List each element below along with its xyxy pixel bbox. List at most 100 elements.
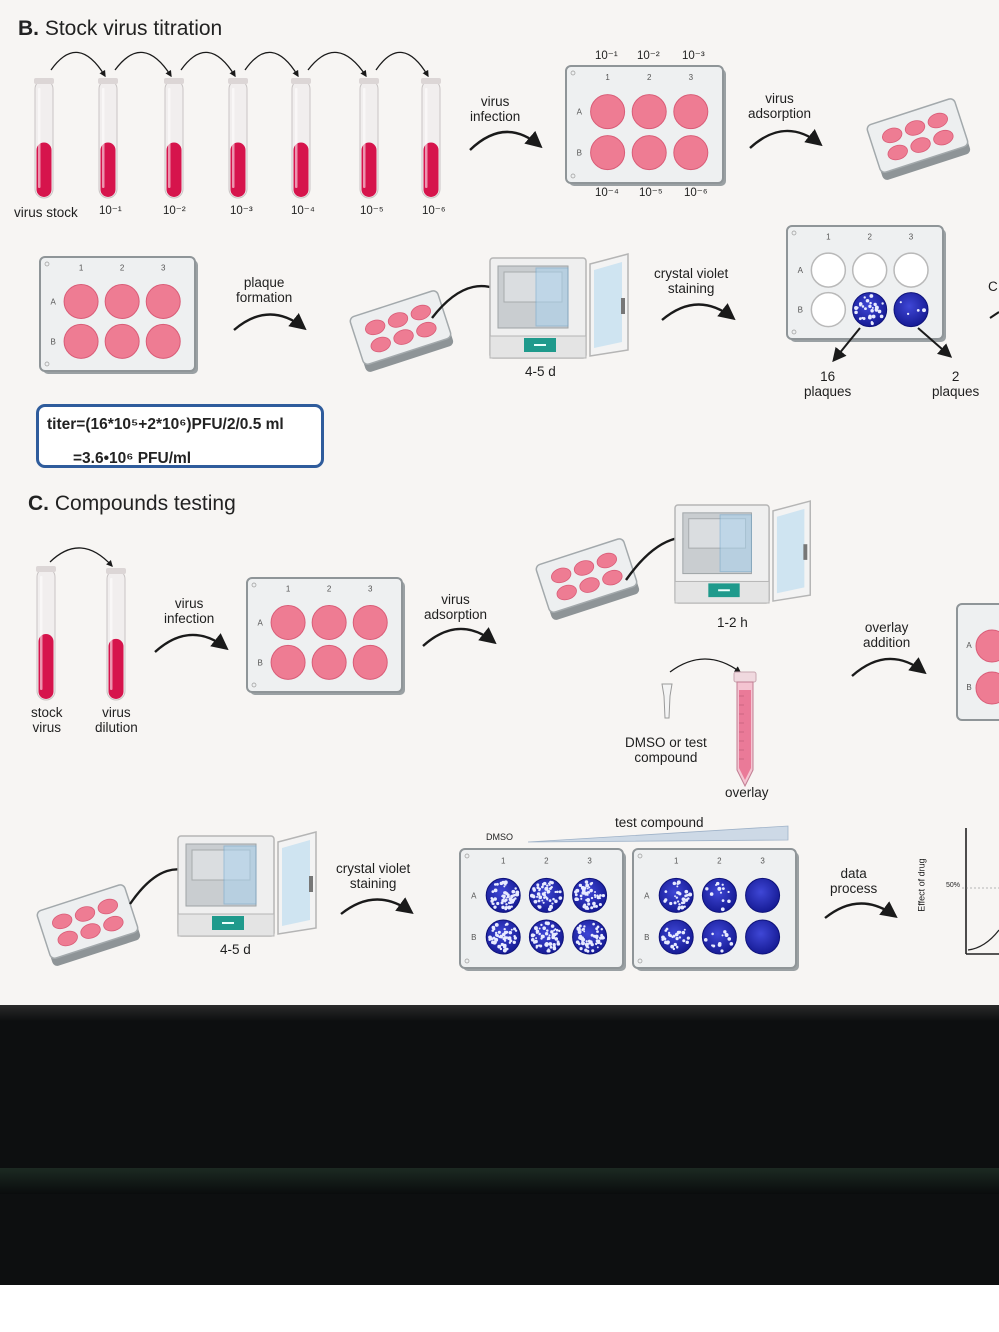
dilution-tube-b-6 — [421, 78, 441, 199]
step-data-process: data process — [830, 866, 878, 897]
test-compound-plate-stained-well-plaques-plaque — [684, 898, 689, 902]
dmso-plate-stained-well-plaques-plaque — [510, 928, 513, 931]
tilted-plate-b-right-well — [904, 120, 926, 136]
dmso-plate-stained-well-plaques-plaque — [543, 896, 546, 900]
dilution-tube-b-5-rim — [359, 78, 379, 84]
titration-plate-infected-col-label: 1 — [605, 73, 610, 82]
test-compound-plate-stained-well-plaques-plaque — [681, 930, 686, 935]
titration-plate-stained-well-plaques-plaque — [862, 317, 866, 321]
step-virus-adsorption-b: virus adsorption — [748, 91, 812, 122]
dmso-plate-stained-well-plaques-plaque — [592, 934, 596, 938]
dmso-plate-stained-well-plaques-plaque — [507, 936, 512, 940]
titration-plate-stained-well-plaques-plaque — [906, 312, 910, 316]
dmso-plate-stained-well-plaques-plaque — [548, 934, 551, 937]
dmso-plate-stained-well-plaques-plaque — [595, 927, 599, 931]
compound-plate-infected-well — [270, 604, 306, 640]
dmso-plate-stained-well-plaques-plaque — [502, 948, 507, 953]
compound-plate-infected-well — [352, 604, 388, 640]
dmso-plate-stained-well-plaques-plaque — [536, 892, 541, 896]
incubator-c-top — [674, 500, 811, 604]
compound-plate-infected-corner-mark — [251, 582, 257, 588]
test-compound-plate-stained-well — [701, 919, 737, 955]
arrow-virus-adsorption-c — [422, 627, 497, 647]
section-c-title: C. Compounds testing — [28, 492, 236, 516]
compound-plate-infected-col-label: 1 — [286, 585, 291, 594]
dmso-plate-stained-well-plaques-plaque — [512, 893, 516, 897]
dmso-plate-stained-well-plaques-plaque — [578, 883, 582, 887]
dmso-plate-stained-well-plaques-plaque — [494, 922, 499, 927]
titration-plate-stained-well-plaques-plaque — [899, 301, 902, 304]
plate-label-top-3: 10⁻³ — [682, 50, 705, 62]
dmso-plate-stained-well — [572, 877, 608, 913]
step-virus-infection-b: virus infection — [470, 94, 521, 125]
titration-plate-infected-corner-mark — [570, 173, 576, 179]
dmso-plate-stained-well-plaques-plaque — [493, 905, 497, 909]
overlay-falcon-tube — [733, 671, 757, 788]
dmso-plate-stained-well — [528, 919, 564, 955]
dilution-tube-b-3-rim — [228, 78, 248, 84]
dmso-plate-stained-well-plaques-plaque — [536, 883, 540, 887]
dmso-plate-stained-well-plaques-plaque — [600, 933, 604, 937]
incubator-c-bottom-glass-door — [223, 845, 257, 905]
incubator-c-bottom-door-window — [282, 840, 310, 926]
titration-plate-infected-row-label: B — [577, 149, 582, 158]
titration-plate-stained-well-plaques — [899, 301, 927, 316]
dmso-plate-stained-well-plaques-plaque — [508, 930, 513, 935]
dmso-plate-stained-well-plaques-plaque — [590, 906, 594, 910]
dmso-plate-stained-well-plaques-plaque — [558, 890, 562, 894]
dmso-plate-stained-well-plaques-plaque — [552, 946, 557, 951]
dmso-plate-stained-well-plaques-plaque — [546, 929, 549, 932]
titration-plate-stained-well-plaques-plaque — [859, 304, 862, 307]
cut-off-plate-row-label: B — [966, 683, 971, 692]
dmso-plate-stained-well-plaques-plaque — [599, 897, 602, 900]
step-overlay-addition: overlay addition — [863, 620, 911, 651]
arrow-virus-infection-c — [154, 633, 229, 653]
titration-plate-overlay-row-label: A — [51, 297, 57, 306]
test-compound-plate-stained-well-plaques-plaque — [727, 899, 731, 904]
titration-plate-stained-well-plaques-plaque — [869, 294, 874, 298]
dmso-plate-stained-well-plaques-plaque — [545, 886, 549, 890]
dmso-plate-stained-well-plaques-plaque — [493, 883, 497, 886]
dmso-plate-stained-well-plaques-plaque — [586, 949, 590, 953]
test-compound-plate-stained-well-plaques-plaque — [712, 944, 716, 948]
dmso-plate-stained-well-plaques-plaque — [504, 947, 507, 950]
cut-off-edge-letter: C — [988, 279, 998, 294]
dmso-plate-stained-well-plaques-plaque — [590, 942, 594, 947]
tilted-plate-c-top-well — [602, 569, 623, 586]
test-compound-plate-stained-well-plaques-plaque — [667, 931, 671, 935]
titration-plate-stained-well-plaques-plaque — [874, 308, 879, 312]
test-compound-plate-stained-well — [658, 877, 694, 913]
dmso-plate-stained-col-label: 3 — [587, 856, 592, 865]
dmso-plate-stained-well-plaques-plaque — [492, 940, 497, 945]
stock-virus-label: stock virus — [31, 705, 63, 736]
serial-dilution-arrow-b — [180, 51, 236, 78]
step-crystal-violet-c: crystal violet staining — [336, 861, 411, 892]
dmso-plate-stained-well-plaques-plaque — [550, 924, 555, 928]
dmso-plate-stained-well-plaques-plaque — [534, 939, 538, 944]
dmso-plate-stained-well-plaques-plaque — [583, 925, 586, 928]
dmso-plate-stained-well-plaques-plaque — [584, 942, 589, 947]
titration-plate-infected-well — [631, 94, 667, 130]
arrow-crystal-violet-c — [340, 897, 414, 915]
step-crystal-violet-b: crystal violet staining — [654, 266, 729, 297]
titration-plate-overlay-row-label: B — [51, 337, 56, 346]
dmso-plate-stained-well-plaques-plaque — [582, 927, 585, 931]
titration-plate-stained-well-plaques-plaque — [871, 314, 876, 319]
tilted-plate-c-bottom-well — [80, 923, 101, 939]
test-compound-plate-stained-well-plaques-plaque — [721, 883, 724, 886]
dmso-plate-stained-well-plaques-plaque — [549, 906, 553, 909]
incubator-c-top-display — [718, 589, 730, 592]
test-compound-plate-stained-well-plaques-plaque — [703, 938, 708, 942]
test-compound-plate-stained-well-plaques-plaque — [681, 897, 686, 902]
test-compound-plate-stained-well-plaques-plaque — [683, 905, 686, 908]
test-compound-plate-stained-well-plaques-plaque — [680, 905, 685, 910]
titration-plate-overlay-corner-mark — [44, 361, 50, 367]
dmso-plate-stained-well-plaques-plaque — [554, 928, 557, 931]
dmso-plate-stained-well-plaques-plaque — [546, 889, 551, 894]
compound-plate-infected-col-label: 2 — [327, 585, 332, 594]
dmso-plate-stained-well-plaques-plaque — [535, 937, 538, 940]
dilution-tube-b-5-highlight — [363, 88, 366, 188]
